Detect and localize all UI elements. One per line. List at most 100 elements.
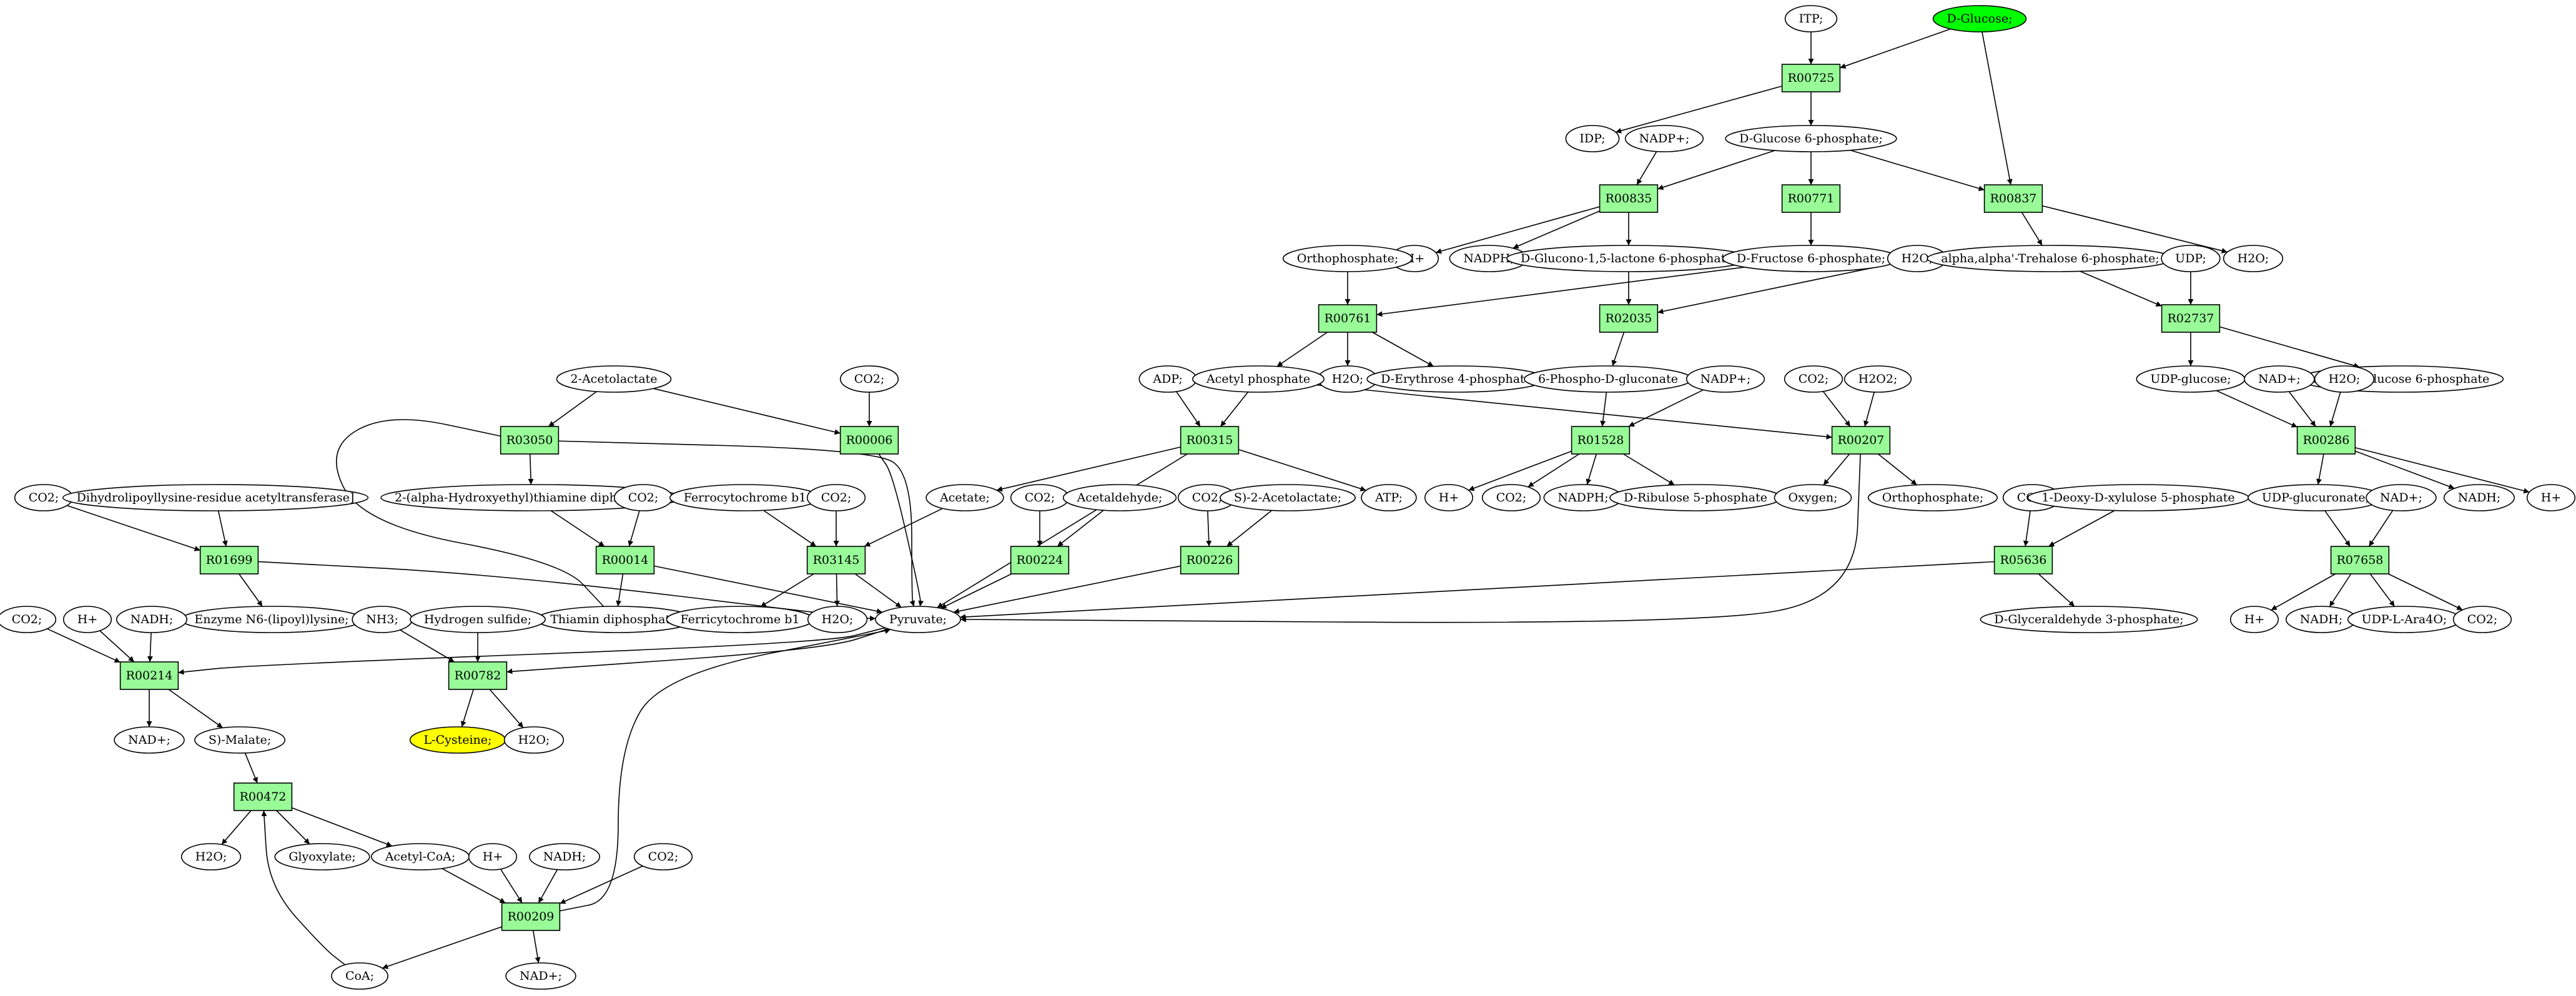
reaction-R00214: R00214 — [119, 661, 179, 690]
edge-nh3-to-R00782 — [400, 629, 455, 663]
metabolite-ellipse — [1774, 484, 1852, 511]
metabolite-label: S)-2-Acetolactate; — [1234, 491, 1341, 505]
reaction-box — [1781, 184, 1841, 213]
edge-R00207-to-oxygen — [1823, 453, 1850, 486]
reaction-box — [1571, 426, 1631, 455]
reaction-R01528: R01528 — [1571, 426, 1631, 455]
reaction-R05636: R05636 — [1993, 546, 2053, 574]
metabolite-h_b: H+ — [1424, 484, 1474, 511]
metabolite-label: H2O; — [1332, 372, 1364, 386]
metabolite-acetylphosphate: Acetyl phosphate — [1192, 365, 1325, 393]
metabolite-co2_h: CO2; — [1481, 484, 1541, 511]
edge-nadh_c-to-R00214 — [147, 632, 153, 663]
reaction-box — [2161, 304, 2221, 333]
metabolite-ribulose5p: D-Ribulose 5-phosphate — [1609, 484, 1782, 511]
edge-co2_i-to-R05636 — [2023, 510, 2031, 547]
metabolite-label: CO2; — [648, 850, 679, 864]
reaction-box — [1993, 546, 2053, 574]
reaction-box — [595, 546, 655, 574]
edge-R07658-to-h_d — [2271, 573, 2336, 611]
metabolite-co2_c: CO2; — [14, 484, 74, 511]
edge-R03050-to-pyruvate — [558, 440, 915, 607]
reaction-label: R02737 — [2168, 312, 2214, 325]
metabolite-glyoxylate: Glyoxylate; — [274, 843, 370, 870]
edge-nadp_a-to-R00835 — [1636, 151, 1657, 185]
edge-R01528-to-co2_h — [1527, 453, 1580, 488]
edge-R00207-to-orthophosphate_b — [1878, 453, 1918, 486]
metabolite-ellipse — [1685, 365, 1765, 393]
edge-acetolactate-to-R03050 — [548, 391, 597, 427]
edge-R00761-to-e4p — [1372, 332, 1434, 367]
metabolite-label: UDP-glucuronate; — [2262, 491, 2369, 505]
edge-R03145-to-h2o_f — [834, 573, 840, 607]
metabolite-label: H+ — [483, 850, 503, 864]
reaction-R00725: R00725 — [1781, 64, 1841, 92]
reaction-label: R00014 — [602, 553, 649, 567]
metabolite-ellipse — [1725, 125, 1897, 152]
metabolite-orthophosphate_a: Orthophosphate; — [1282, 245, 1413, 272]
metabolite-ellipse — [2314, 365, 2375, 393]
metabolite-udpglucuronate: UDP-glucuronate; — [2248, 484, 2384, 511]
edge-R02737-to-adglucose6p — [2219, 326, 2360, 368]
metabolite-h2o_b: H2O; — [2223, 245, 2284, 272]
metabolite-label: CO2; — [1496, 491, 1527, 505]
edge-h2o_a-to-R02035 — [1657, 264, 1891, 314]
metabolite-smalate: S)-Malate; — [194, 726, 285, 754]
edge-R05636-to-g3p — [2038, 573, 2075, 607]
metabolite-ellipse — [1784, 5, 1838, 32]
edge-R00472-to-h2o_h — [221, 810, 252, 845]
metabolite-co2_f: CO2; — [1010, 484, 1070, 511]
reaction-R00226: R00226 — [1180, 546, 1240, 574]
metabolite-ellipse — [1843, 365, 1912, 393]
edge-R00835-to-h_a — [1435, 206, 1600, 254]
metabolite-pgluconate: 6-Phospho-D-gluconate — [1524, 365, 1692, 393]
reaction-R00315: R00315 — [1180, 426, 1240, 455]
edge-R07658-to-udpara4o — [2369, 573, 2396, 607]
metabolite-ellipse — [274, 843, 370, 870]
metabolite-ellipse — [2443, 484, 2515, 511]
edge-nadh_d-to-R00209 — [538, 869, 558, 904]
metabolite-label: NADPH; — [1557, 491, 1608, 505]
edge-acetylphosphate-to-R00207 — [1316, 384, 1832, 440]
metabolite-label: NADPH; — [1463, 252, 1514, 265]
metabolite-nadph_a: NADPH; — [1449, 245, 1529, 272]
metabolite-udpara4o: UDP-L-Ara4O; — [2347, 606, 2462, 633]
metabolite-dglucose: D-Glucose; — [1932, 5, 2027, 32]
metabolite-label: Enzyme N6-(lipoyl)lysine; — [194, 613, 348, 626]
metabolite-acetate: Acetate; — [925, 484, 1004, 511]
reaction-box — [1318, 304, 1378, 333]
metabolite-orthophosphate_b: Orthophosphate; — [1867, 484, 1998, 511]
edge-h2o2-to-R00207 — [1863, 392, 1875, 427]
metabolite-trehalose6p: alpha,alpha'-Trehalose 6-phosphate; — [1927, 245, 2174, 272]
metabolite-s2acetolactate: S)-2-Acetolactate; — [1220, 484, 1356, 511]
metabolite-dihydrolipoyllysine: Dihydrolipoyllysine-residue acetyltransf… — [62, 484, 369, 511]
metabolite-co2_j: CO2; — [2452, 606, 2512, 633]
edge-R03145-to-pyruvate — [854, 573, 902, 608]
reaction-R00837: R00837 — [1983, 184, 2043, 213]
metabolite-adp: ADP; — [1138, 365, 1197, 393]
reaction-R00286: R00286 — [2296, 426, 2356, 455]
metabolite-ellipse — [62, 484, 369, 511]
metabolite-h_e: H+ — [62, 606, 112, 633]
metabolite-ellipse — [503, 726, 565, 754]
metabolite-label: CoA; — [345, 969, 374, 983]
metabolite-nadh_b: NADH; — [2285, 606, 2357, 633]
metabolite-itp: ITP; — [1784, 5, 1838, 32]
metabolite-label: D-Glucono-1,5-lactone 6-phosphate; — [1521, 252, 1737, 265]
metabolite-label: 6-Phospho-D-gluconate — [1538, 372, 1678, 386]
metabolite-label: D-Fructose 6-phosphate; — [1737, 252, 1885, 265]
reaction-box — [2296, 426, 2356, 455]
metabolite-label: D-Glyceraldehyde 3-phosphate; — [1994, 613, 2183, 626]
edge-g6p-to-R00835 — [1657, 150, 1775, 190]
metabolite-ellipse — [1784, 365, 1843, 393]
edge-dihydrolipoyllysine-to-R01699 — [217, 510, 228, 547]
metabolite-h2o_a: H2O; — [1887, 245, 1948, 272]
edge-R00837-to-h2o_b — [2042, 205, 2228, 254]
edge-pyruvate-to-R00214 — [178, 627, 886, 675]
reaction-label: R00761 — [1325, 312, 1371, 325]
metabolite-ferrocytochrome: Ferrocytochrome b1 — [669, 484, 821, 511]
edge-R03050-to-hethdp — [528, 453, 534, 485]
metabolite-label: D-Ribulose 5-phosphate — [1624, 491, 1767, 505]
edge-pgluconate-to-R01528 — [1600, 392, 1607, 427]
metabolite-label: CO2; — [1799, 372, 1829, 386]
